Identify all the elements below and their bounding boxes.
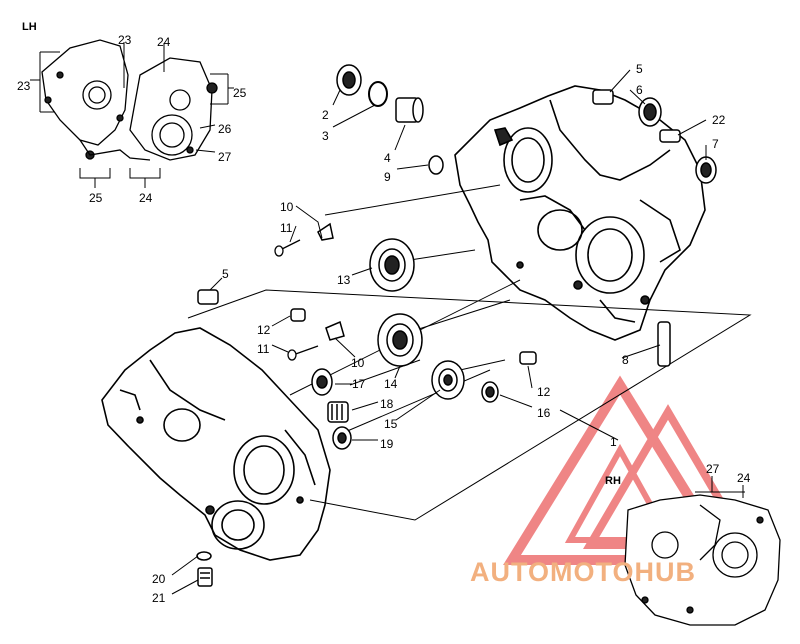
callout-19: 19 — [380, 437, 394, 451]
bearing-15-icon — [431, 360, 465, 400]
callout-21: 21 — [152, 591, 166, 605]
callout-17: 17 — [352, 377, 366, 391]
callout-26: 26 — [218, 122, 232, 136]
callout-25: 25 — [89, 191, 103, 205]
callout-24: 24 — [157, 35, 171, 49]
callout-23: 23 — [118, 33, 132, 47]
dowel-22-icon — [659, 129, 681, 143]
view-label-rh: RH — [605, 475, 621, 487]
leader-lines — [171, 69, 707, 595]
callout-6: 6 — [636, 83, 643, 97]
callout-12: 12 — [537, 385, 551, 399]
callout-16: 16 — [537, 406, 551, 420]
callout-27: 27 — [706, 462, 720, 476]
dowel-5-icon — [197, 89, 614, 305]
bearing-19-icon — [332, 426, 352, 450]
dowel-8-icon — [657, 321, 671, 367]
seal-7-icon — [695, 156, 717, 184]
callout-12: 12 — [257, 323, 271, 337]
callout-7: 7 — [712, 137, 719, 151]
callout-10: 10 — [351, 356, 365, 370]
bearing-17-icon — [311, 368, 333, 396]
rh-inset-leaders — [695, 476, 745, 498]
callout-18: 18 — [380, 397, 394, 411]
callout-15: 15 — [384, 417, 398, 431]
watermark-text: AUTOMOTOHUB — [470, 557, 696, 587]
washer-20-icon — [196, 551, 212, 561]
needle-bearing-18-icon — [327, 401, 349, 423]
lh-inset-leaders — [30, 42, 234, 188]
callout-13: 13 — [337, 273, 351, 287]
callout-4: 4 — [384, 151, 391, 165]
snap-ring-3-icon — [368, 81, 388, 107]
needle-bearing-4-icon — [395, 97, 424, 123]
callout-20: 20 — [152, 572, 166, 586]
callout-2: 2 — [322, 108, 329, 122]
callout-22: 22 — [712, 113, 726, 127]
bearing-14-icon — [377, 313, 423, 367]
seal-6-icon — [638, 97, 662, 127]
callout-14: 14 — [384, 377, 398, 391]
callout-3: 3 — [322, 129, 329, 143]
callout-24: 24 — [737, 471, 751, 485]
callout-8: 8 — [622, 353, 629, 367]
callout-10: 10 — [280, 200, 294, 214]
callout-11: 11 — [257, 342, 270, 356]
crankcase-lh-half — [101, 327, 331, 561]
seal-2-icon — [336, 64, 362, 96]
callout-1: 1 — [610, 435, 617, 449]
view-label-lh: LH — [22, 21, 37, 33]
lh-inset-view — [41, 39, 218, 161]
bearing-13-icon — [369, 238, 415, 292]
dowel-12-icon — [290, 308, 537, 365]
seal-16-icon — [481, 381, 499, 403]
callout-11: 11 — [280, 221, 293, 235]
callout-5: 5 — [636, 62, 643, 76]
callout-27: 27 — [218, 150, 232, 164]
callout-24: 24 — [139, 191, 153, 205]
screw-11-icon — [274, 239, 319, 361]
callout-9: 9 — [384, 170, 391, 184]
callout-23: 23 — [17, 79, 31, 93]
callout-5: 5 — [222, 267, 229, 281]
rh-inset-view — [624, 494, 781, 626]
crankcase-rh-half — [454, 85, 706, 341]
drain-plug-21-icon — [197, 567, 213, 587]
retainer-10-icon — [317, 222, 345, 341]
callout-25: 25 — [233, 86, 247, 100]
o-ring-9-icon — [428, 155, 444, 175]
